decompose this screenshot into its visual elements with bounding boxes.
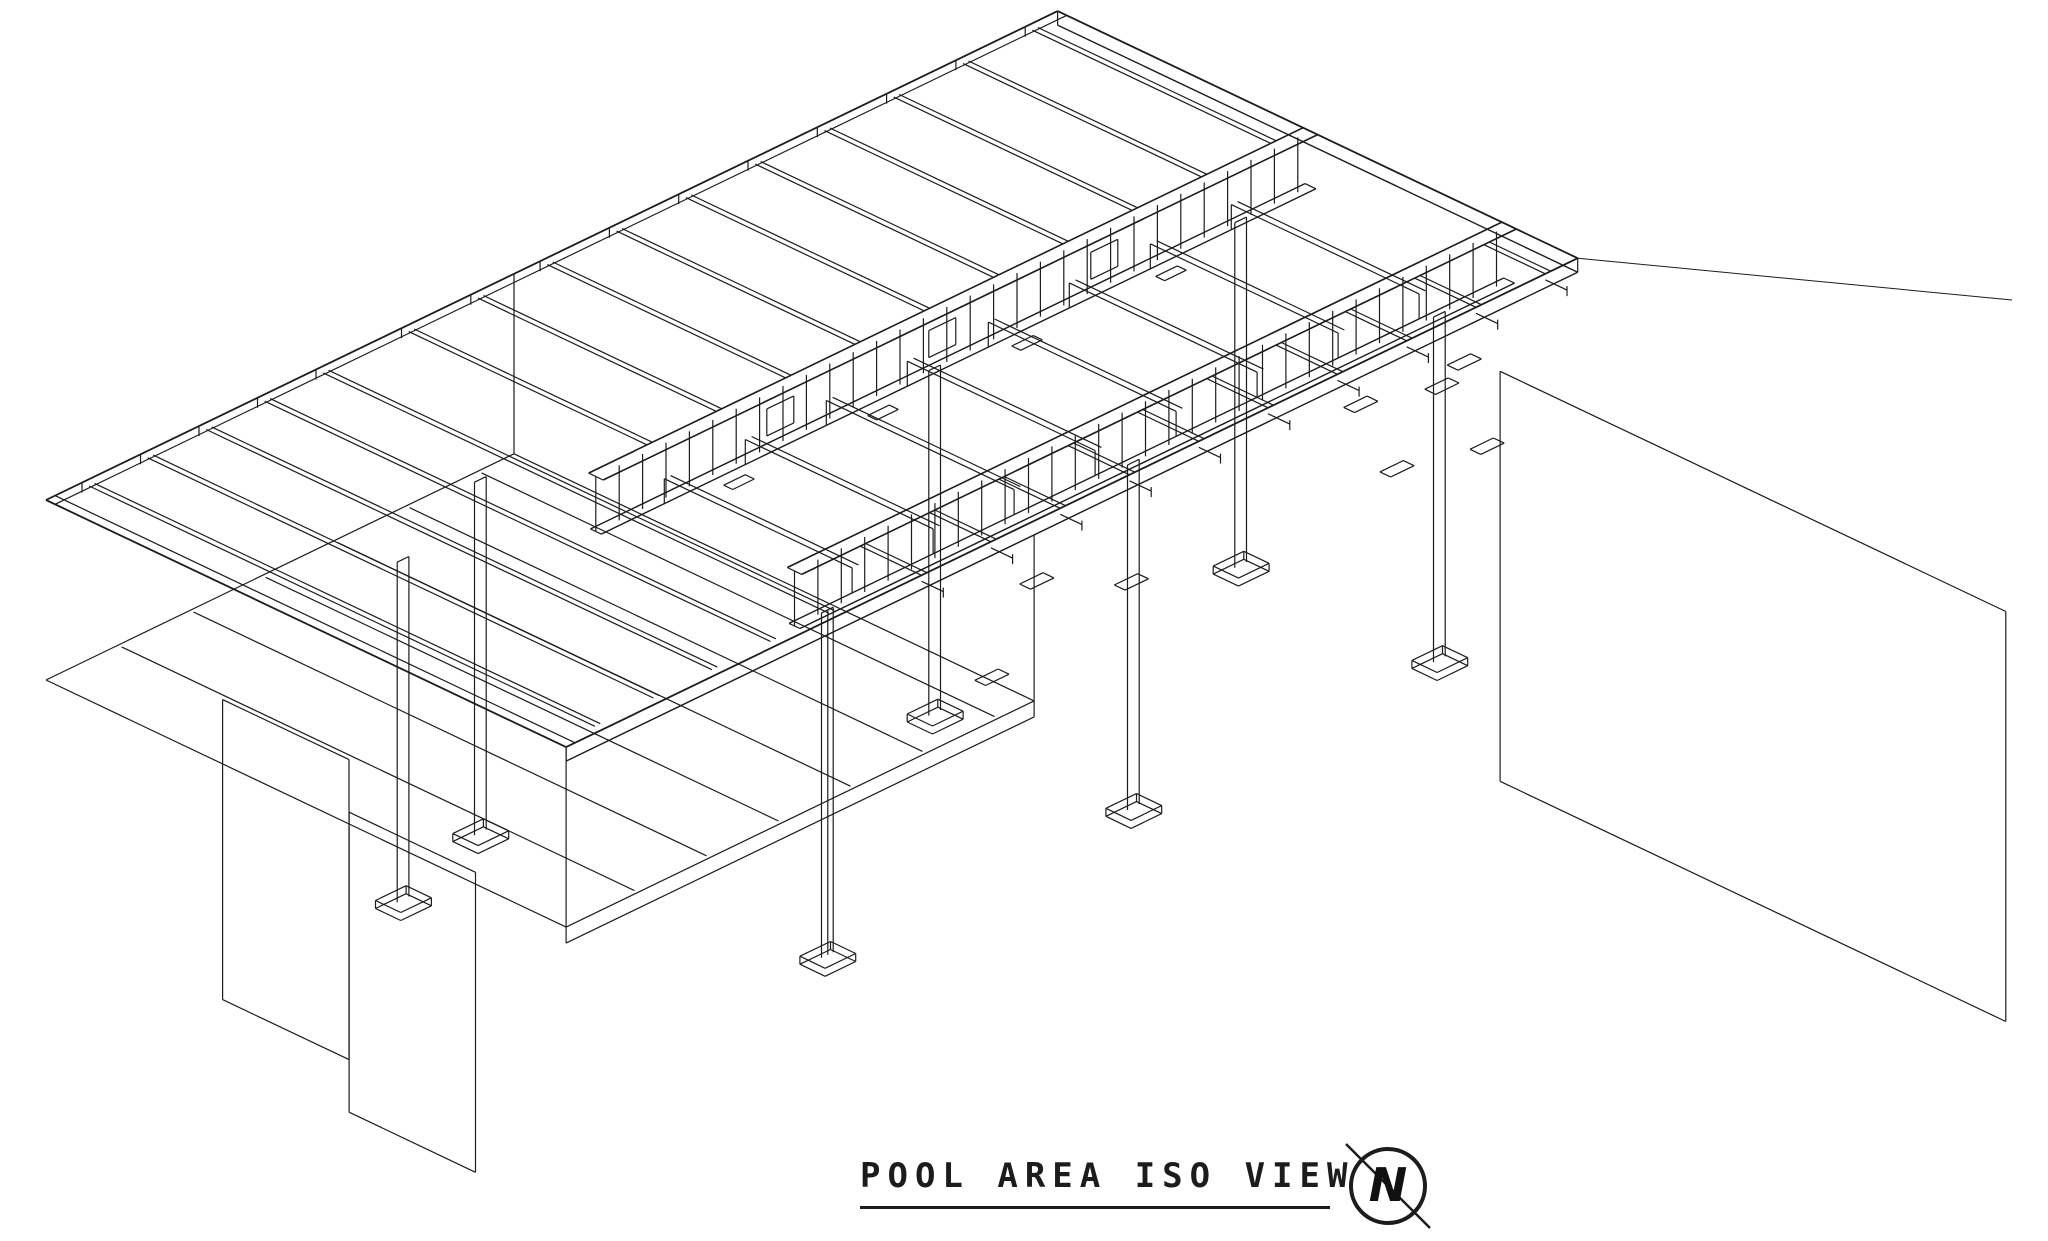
north-arrow-inner-line [1361, 1159, 1415, 1213]
drawing-title: POOL AREA ISO VIEW [860, 1156, 1347, 1209]
north-arrow-icon: N [1345, 1143, 1431, 1229]
north-arrow-letter: N [1369, 1158, 1408, 1212]
